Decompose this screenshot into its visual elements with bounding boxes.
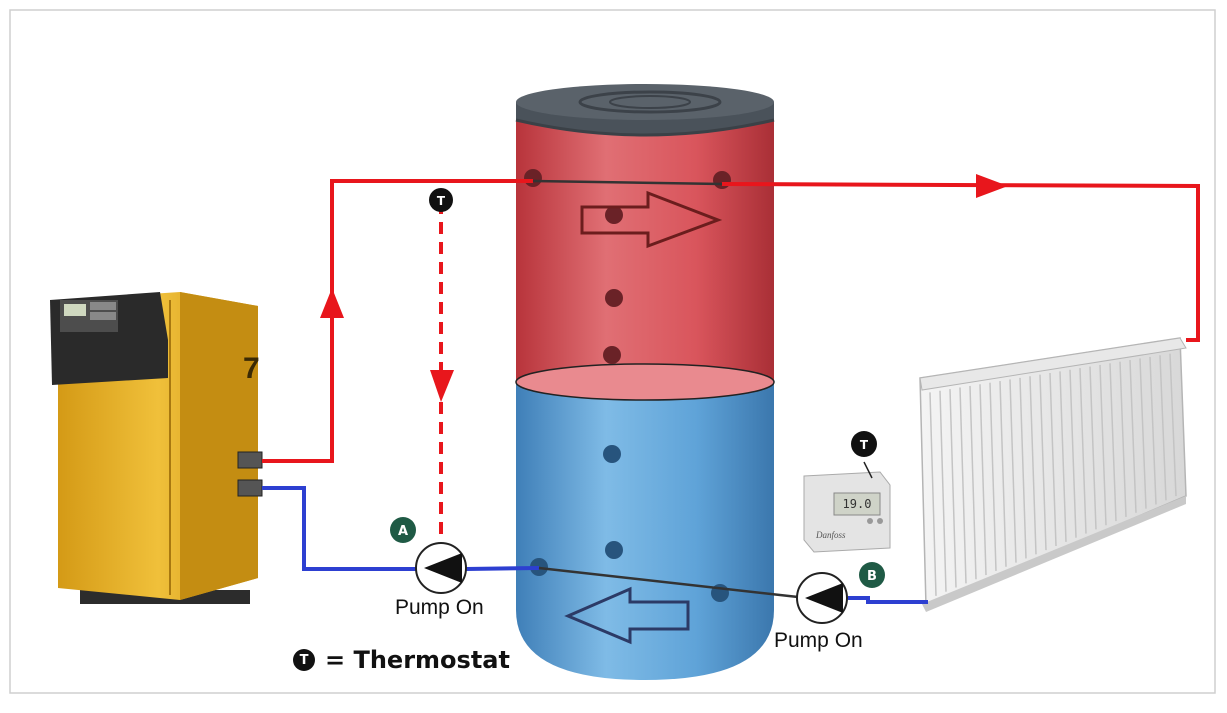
room-thermostat	[803, 461, 891, 553]
cold-return-pipe	[262, 486, 928, 604]
radiator-fin	[1099, 364, 1107, 526]
pump-b	[796, 572, 848, 624]
legend-thermostat-icon: T	[293, 649, 315, 671]
boiler: 7	[50, 292, 263, 604]
radiator-fin	[1009, 379, 1017, 563]
radiator-fin	[999, 381, 1007, 567]
thermostat-display: 19.0	[842, 497, 872, 511]
svg-text:B: B	[867, 569, 877, 584]
hot-supply-pipe	[262, 179, 1200, 463]
pump-a	[415, 542, 467, 594]
radiator	[919, 337, 1187, 612]
radiator-fin	[959, 387, 967, 584]
radiator-fin	[949, 389, 957, 588]
radiator-fin	[1139, 358, 1147, 509]
radiator-fin	[1039, 374, 1047, 551]
radiator-fin	[1119, 361, 1127, 517]
radiator-fin	[1069, 369, 1077, 538]
hot-flow-arrow-icon	[580, 190, 723, 249]
radiator-fin	[1149, 356, 1157, 505]
storage-tank	[515, 84, 775, 680]
radiator-fin	[989, 382, 997, 571]
radiator-fin	[929, 392, 937, 596]
svg-text:T: T	[860, 438, 869, 452]
pump-a-badge: A	[390, 517, 416, 543]
radiator-fin	[979, 384, 987, 576]
radiator-fin	[1059, 371, 1067, 542]
tank-return-internal	[538, 566, 799, 599]
radiator-fin	[1129, 360, 1137, 513]
room-thermostat-icon: T	[851, 431, 877, 457]
radiator-fin	[1079, 368, 1087, 534]
down-arrow-icon	[430, 370, 454, 402]
radiator-fin	[1019, 377, 1027, 559]
radiator-fin	[1089, 366, 1097, 530]
legend: T = Thermostat	[293, 646, 510, 674]
radiator-fin	[1159, 355, 1167, 501]
thermostat-brand: Danfoss	[816, 530, 846, 540]
legend-text: = Thermostat	[325, 646, 510, 674]
pump-a-label: Pump On	[395, 596, 484, 619]
radiator-fin	[1109, 363, 1117, 522]
pump-b-label: Pump On	[774, 629, 863, 652]
radiator-fin	[1049, 372, 1057, 547]
pump-b-badge: B	[859, 562, 885, 588]
svg-text:A: A	[398, 524, 408, 539]
up-arrow-icon	[320, 288, 344, 318]
right-arrow-icon	[976, 174, 1008, 198]
tank-internal-pipe	[532, 179, 723, 186]
thermostat-icon: T	[429, 188, 453, 212]
radiator-fin	[1169, 353, 1177, 497]
radiator-fin	[939, 390, 947, 592]
svg-text:7: 7	[243, 352, 260, 385]
cold-flow-arrow-icon	[564, 586, 690, 645]
svg-text:T: T	[437, 194, 446, 208]
radiator-fin	[969, 385, 977, 580]
radiator-fin	[1029, 376, 1037, 555]
